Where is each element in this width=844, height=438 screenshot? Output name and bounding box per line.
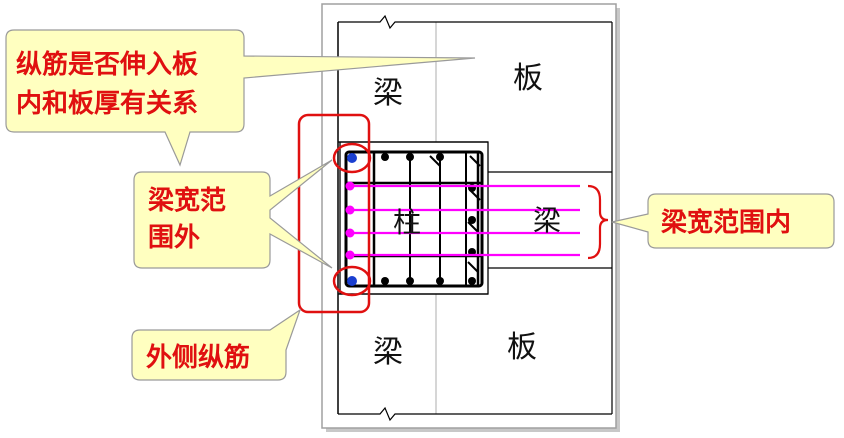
inner-stirrup	[372, 150, 480, 288]
beam-rebar-dots	[345, 181, 355, 260]
stirrup-hooks	[429, 155, 481, 273]
break-line-bottom	[338, 406, 612, 422]
structure-lines	[337, 14, 613, 422]
label-beam-right: 梁	[533, 204, 561, 237]
outer-bars-highlight	[297, 113, 371, 314]
callout-inside-width	[611, 193, 835, 249]
corner-top-highlight	[332, 142, 372, 174]
callout-slab-relation-line1: 纵筋是否伸入板	[16, 49, 198, 80]
label-beam-bottom: 梁	[373, 335, 403, 370]
column-rebars	[381, 153, 476, 285]
callout-inside-width-text: 梁宽范围内	[660, 207, 791, 238]
callout-outer-bars-text: 外侧纵筋	[146, 342, 250, 373]
label-beam-top: 梁	[373, 76, 403, 111]
column-outline	[339, 141, 489, 295]
callout-outer-bars	[131, 308, 302, 381]
callout-outside-width-line2: 围外	[148, 223, 200, 253]
label-column: 柱	[393, 206, 421, 239]
corner-bar-top	[347, 153, 357, 163]
label-slab-top: 板	[513, 61, 543, 96]
callout-outside-width	[133, 159, 333, 269]
beam-rebar-lines	[350, 184, 580, 257]
corner-bottom-highlight	[332, 265, 372, 297]
corner-bar-bottom	[347, 276, 357, 286]
callout-slab-relation-line2: 内和板厚有关系	[16, 89, 198, 119]
break-line-top	[338, 14, 612, 30]
callout-slab-relation	[5, 29, 476, 167]
inside-width-brace	[587, 184, 609, 260]
callout-outside-width-line1: 梁宽范	[147, 185, 226, 216]
label-slab-bottom: 板	[507, 330, 537, 365]
page-frame	[321, 3, 617, 429]
